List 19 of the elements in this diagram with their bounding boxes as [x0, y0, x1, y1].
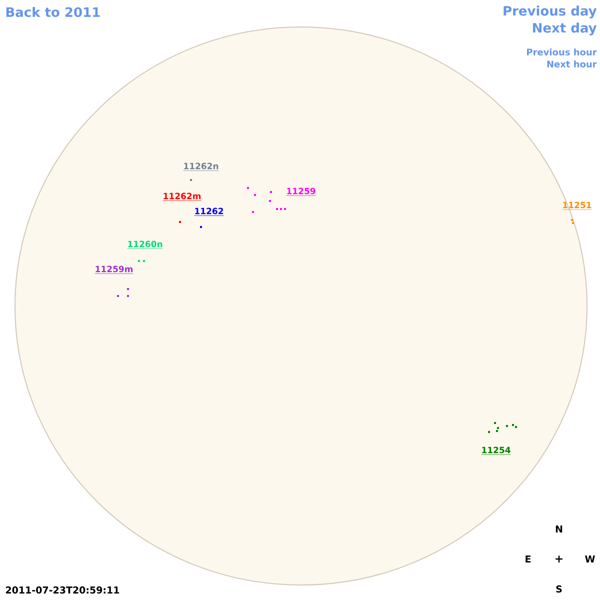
- compass-letter: E: [526, 556, 531, 562]
- compass-letter: N: [556, 526, 562, 532]
- compass-letter: S: [556, 585, 562, 593]
- sunspot-label: 11251: [562, 202, 592, 210]
- sunspot-label: 11262m: [162, 192, 202, 201]
- link-text: Previous day: [504, 6, 597, 18]
- sunspot-label: 11259: [286, 188, 316, 196]
- timestamp: 2011-07-23T20:59:11: [6, 586, 120, 594]
- sunspot-label: 11262: [194, 208, 224, 216]
- sunspot-label: 11260n: [127, 240, 163, 249]
- compass-center-mark: +: [556, 556, 562, 562]
- link-text: Previous hour: [527, 48, 597, 56]
- link-text: Next hour: [547, 60, 597, 68]
- compass-letter: W: [585, 556, 595, 562]
- link-text: Back to 2011: [6, 6, 100, 18]
- sunspot-label: 11254: [481, 446, 511, 455]
- sunspot-label: 11262n: [183, 162, 220, 171]
- sunspot-label: 11259m: [94, 266, 134, 274]
- link-text: Next day: [533, 22, 597, 36]
